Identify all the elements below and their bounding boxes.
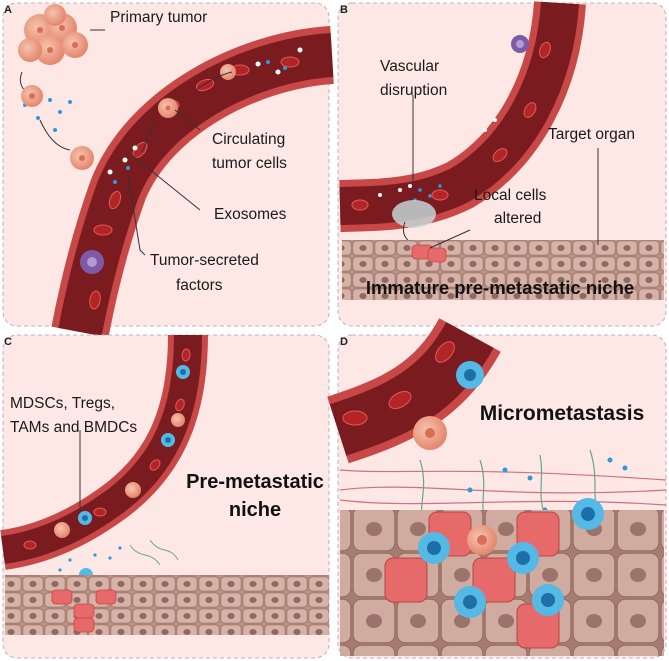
panel-b: B Vascular disruption Target organ Local… <box>337 0 667 327</box>
label-circulating-line1: Circulating <box>212 131 285 148</box>
panel-c: C MDSCs, Tregs, TAMs and BMDCs Pre-metas… <box>0 334 330 659</box>
circulating-tumor-cells <box>54 413 185 538</box>
label-vascular-line2: disruption <box>380 82 447 99</box>
label-primary-tumor: Primary tumor <box>110 9 207 26</box>
tumor-cell <box>21 85 43 107</box>
target-organ-tissue <box>5 575 329 635</box>
label-cells-line2: TAMs and BMDCs <box>10 419 137 436</box>
label-local-cells-line1: Local cells <box>474 187 547 204</box>
fibroblast-fibers <box>419 449 601 531</box>
red-blood-cells <box>342 341 455 426</box>
leader-line <box>127 151 201 211</box>
factor-dots <box>467 457 628 513</box>
target-organ-tissue <box>342 240 664 300</box>
altered-local-cells <box>384 511 560 649</box>
immune-cell-icon <box>80 250 104 274</box>
panel-letter-b: B <box>340 4 348 16</box>
panel-letter-c: C <box>4 336 12 348</box>
factor-dots <box>58 546 122 572</box>
altered-local-cells <box>411 244 447 263</box>
label-circulating-line2: tumor cells <box>212 155 287 172</box>
label-factors-line1: Tumor-secreted <box>150 252 259 269</box>
primary-tumor <box>18 4 88 65</box>
exosome-dots <box>378 118 497 197</box>
label-local-cells-line2: altered <box>494 210 541 227</box>
immune-cell-icon <box>511 35 529 53</box>
invading-tumor-cell <box>70 146 94 170</box>
leader-line <box>174 109 201 131</box>
flow-arrow-icon <box>195 71 233 91</box>
title-pre-metastatic-line1: Pre-metastatic <box>186 471 324 493</box>
altered-local-cells <box>51 589 117 633</box>
ecm-fibers <box>129 539 179 566</box>
blood-vessel-lumen <box>58 33 334 337</box>
label-vascular-line1: Vascular <box>380 58 439 75</box>
factor-dots <box>23 60 287 184</box>
immune-cells <box>418 498 604 618</box>
title-immature-niche: Immature pre-metastatic niche <box>366 277 634 298</box>
label-factors-line2: factors <box>176 277 223 294</box>
title-micrometastasis: Micrometastasis <box>480 402 645 425</box>
circulating-tumor-cells <box>158 64 236 118</box>
label-cells-line1: MDSCs, Tregs, <box>10 395 115 412</box>
panel-d: D Micrometastasis <box>327 317 667 659</box>
leader-line <box>127 174 146 256</box>
panel-letter-d: D <box>340 336 348 348</box>
vascular-leak <box>392 200 436 228</box>
tumor-cell-cluster <box>467 525 497 555</box>
circulating-tumor-cell <box>413 416 447 450</box>
label-exosomes: Exosomes <box>214 206 287 223</box>
panel-a: A <box>2 2 335 338</box>
red-blood-cells <box>351 41 551 211</box>
immune-cell-icon <box>456 361 484 389</box>
red-blood-cells <box>23 348 191 550</box>
blood-vessel-lumen <box>339 1 579 225</box>
label-target-organ: Target organ <box>548 126 635 143</box>
title-pre-metastatic-line2: niche <box>229 499 281 521</box>
flow-arrow-icon <box>141 119 157 153</box>
exosome-dots <box>107 47 303 175</box>
leader-line <box>429 229 471 249</box>
panel-letter-a: A <box>4 4 12 16</box>
arrow-icon <box>39 119 71 151</box>
blood-vessel-lumen <box>0 334 202 564</box>
